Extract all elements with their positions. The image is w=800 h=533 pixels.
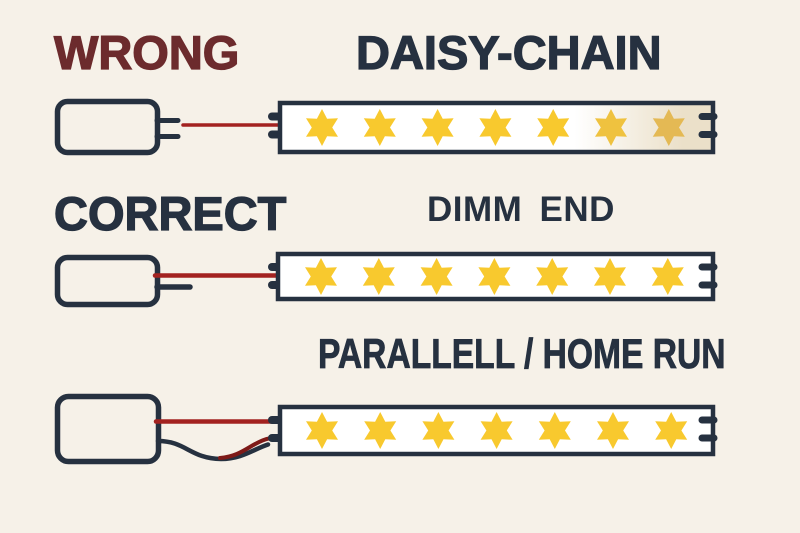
led-stars-row3: [306, 412, 688, 449]
led-star-icon: [594, 258, 626, 295]
led-strip-row3: [268, 404, 718, 457]
power-supply-body: [54, 98, 161, 156]
power-supply-body: [54, 254, 161, 308]
led-star-icon: [306, 412, 338, 449]
dim-end-title: DIMM END: [427, 190, 615, 229]
led-star-icon: [422, 412, 455, 449]
led-star-icon: [480, 412, 513, 449]
led-star-icon: [538, 412, 571, 449]
led-star-icon: [364, 412, 397, 449]
led-star-icon: [305, 258, 337, 295]
led-star-icon: [306, 109, 338, 146]
led-star-icon: [536, 258, 569, 295]
led-stars-row2: [305, 258, 684, 295]
led-strip-row2: [268, 251, 718, 302]
home-run-wire-bottom-dark: [155, 438, 271, 462]
led-stars-row1: [306, 109, 685, 146]
power-supply-row2: [54, 254, 193, 308]
power-supply-row3: [54, 393, 162, 465]
power-supply-body: [54, 393, 162, 465]
led-star-icon: [478, 258, 511, 295]
correct-label: CORRECT: [53, 187, 287, 240]
led-star-icon: [655, 412, 688, 449]
led-star-icon: [362, 258, 395, 295]
led-star-icon: [651, 258, 684, 295]
led-strip-row1: [268, 100, 718, 155]
led-star-icon: [652, 109, 685, 146]
power-supply-row1: [54, 98, 181, 156]
led-star-icon: [595, 109, 627, 146]
led-star-icon: [421, 109, 454, 146]
parallel-home-run-title: PARALLELL / HOME RUN: [318, 330, 726, 377]
daisy-chain-title: DAISY-CHAIN: [355, 26, 662, 79]
wrong-label: WRONG: [53, 26, 240, 79]
led-star-icon: [479, 109, 512, 146]
led-star-icon: [597, 412, 629, 449]
led-star-icon: [363, 109, 396, 146]
led-star-icon: [420, 258, 453, 295]
led-star-icon: [537, 109, 570, 146]
